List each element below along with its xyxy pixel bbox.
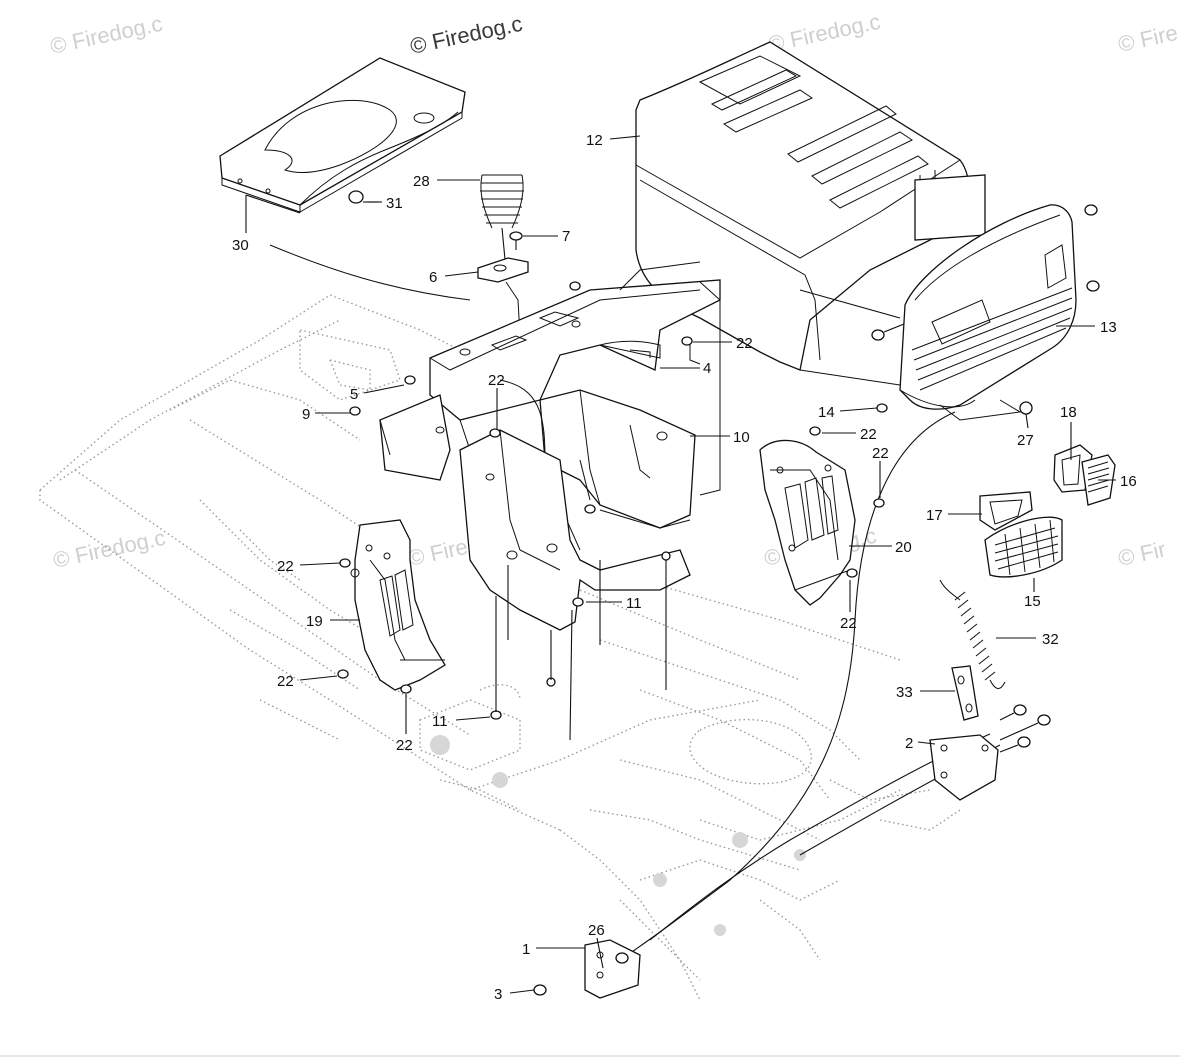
callout-18: 18 [1060, 404, 1077, 421]
fasteners [337, 281, 885, 741]
callout-20: 20 [895, 539, 912, 556]
callout-28: 28 [413, 173, 430, 190]
callout-22: 22 [840, 615, 857, 632]
side-panel-19-part [350, 519, 446, 691]
callout-3: 3 [494, 986, 502, 1003]
leader-lines [245, 135, 1116, 994]
watermark-text: © Firedog.c [408, 11, 525, 59]
callout-4: 4 [703, 360, 711, 377]
callout-7: 7 [562, 228, 570, 245]
screw-7-part [509, 231, 523, 250]
spring-32-part [939, 579, 1006, 689]
watermark-text: © Firedog.c [48, 11, 165, 59]
bracket-1-part [533, 939, 641, 999]
callout-16: 16 [1120, 473, 1137, 490]
callout-22: 22 [488, 372, 505, 389]
callout-19: 19 [306, 613, 323, 630]
callout-10: 10 [733, 429, 750, 446]
callout-17: 17 [926, 507, 943, 524]
callout-15: 15 [1024, 593, 1041, 610]
callout-5: 5 [350, 386, 358, 403]
callout-12: 12 [586, 132, 603, 149]
callout-31: 31 [386, 195, 403, 212]
callout-2: 2 [905, 735, 913, 752]
callout-11: 11 [432, 713, 448, 730]
lower-skirt-part [459, 429, 691, 631]
bracket-2-part [929, 704, 1051, 801]
watermark-text: © Fire [1116, 20, 1180, 57]
callout-9: 9 [302, 406, 310, 423]
light-assembly-part [1053, 444, 1116, 506]
callout-13: 13 [1100, 319, 1117, 336]
callout-26: 26 [588, 922, 605, 939]
callout-22: 22 [872, 445, 889, 462]
side-panel-9-part [379, 394, 451, 481]
callout-22: 22 [396, 737, 413, 754]
callout-6: 6 [429, 269, 437, 286]
nut-31-part [348, 190, 378, 204]
link-33-part [951, 665, 979, 721]
dash-panel-4-part [429, 261, 721, 496]
callout-1: 1 [522, 941, 530, 958]
side-panel-20-part [759, 439, 856, 606]
callout-22: 22 [860, 426, 877, 443]
callouts: 30 31 28 7 6 12 13 22 4 5 9 22 14 22 10 … [232, 132, 1137, 1003]
callout-11: 11 [626, 595, 642, 612]
chassis-outline [39, 294, 961, 1001]
callout-22: 22 [736, 335, 753, 352]
grille-13-part [871, 204, 1100, 421]
callout-32: 32 [1042, 631, 1059, 648]
callout-33: 33 [896, 684, 913, 701]
callout-14: 14 [818, 404, 835, 421]
watermark-text: © Fir [1116, 536, 1168, 570]
callout-30: 30 [232, 237, 249, 254]
battery-cover-part [219, 57, 471, 301]
screw-14-part [876, 403, 888, 413]
callout-22: 22 [277, 673, 294, 690]
lens-assembly-part [979, 491, 1063, 578]
callout-22: 22 [277, 558, 294, 575]
nut-27-part [1019, 401, 1033, 415]
callout-27: 27 [1017, 432, 1034, 449]
spring-28-part [480, 174, 524, 271]
